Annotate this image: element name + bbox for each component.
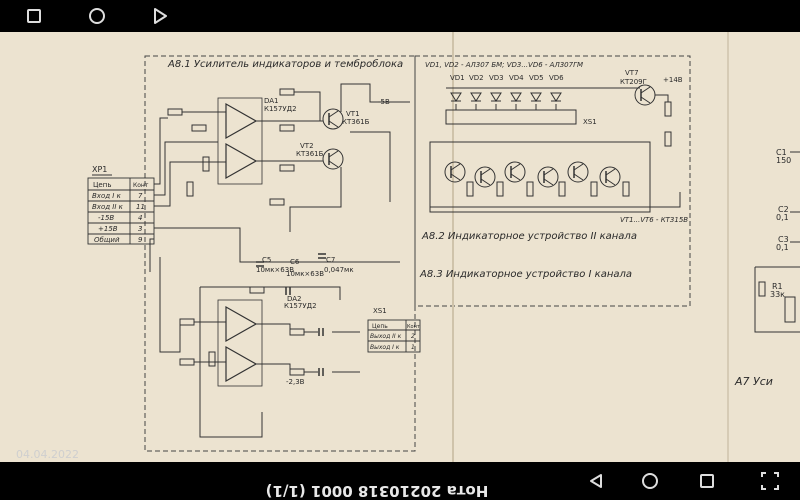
- da2-label: DA2: [287, 295, 302, 303]
- xs1-row-name: Выход I к: [370, 344, 400, 351]
- c5-label: C5: [262, 256, 271, 264]
- xp1-col-contact: Конт: [133, 182, 149, 189]
- voltage-plus-14: +14В: [663, 76, 683, 84]
- c6-value: 10мк×63В: [286, 270, 324, 278]
- bottom-nav-bar: [0, 462, 800, 500]
- vt7-label: VT7: [625, 69, 639, 77]
- vt2-label: VT2: [300, 142, 314, 150]
- da2-type: К157УД2: [284, 302, 317, 310]
- xp1-row-pin: 4: [138, 214, 142, 222]
- c2-label: C2: [778, 205, 789, 214]
- circle-icon[interactable]: [85, 4, 109, 28]
- c6-label: C6: [290, 258, 300, 266]
- c2-value: 0,1: [776, 213, 789, 222]
- heading-a7: A7 Уси: [734, 375, 773, 388]
- xp1-label: XP1: [92, 165, 107, 174]
- led-label: VD5: [529, 74, 544, 82]
- c1-value: 150: [776, 156, 791, 165]
- da1-type: К157УД2: [264, 105, 297, 113]
- r1-label: R1: [772, 282, 783, 291]
- document-date: 04.04.2022: [16, 448, 79, 461]
- transistor-note: VT1...VT6 - КТ315В: [620, 216, 688, 224]
- heading-a82: A8.2 Индикаторное устройство II канала: [421, 231, 637, 242]
- xs1-col-circuit: Цепь: [372, 323, 388, 330]
- schematic-page: A8.1 Усилитель индикаторов и темброблока…: [87, 32, 800, 462]
- led-label: VD2: [469, 74, 484, 82]
- recents-icon[interactable]: [695, 469, 719, 493]
- play-icon[interactable]: [148, 4, 172, 28]
- file-title: Нота 20210318 0001 (1/1): [265, 482, 489, 500]
- xp1-row-pin: 7: [138, 192, 143, 200]
- vt2-type: КТ361Б: [296, 150, 324, 158]
- c3-value: 0,1: [776, 243, 789, 252]
- xp1-row-name: Вход II к: [92, 203, 124, 211]
- xp1-row-pin: 11: [136, 203, 145, 211]
- led-label: VD3: [489, 74, 504, 82]
- led-label: VD6: [549, 74, 564, 82]
- voltage-minus-2-3: -2,3В: [286, 378, 305, 386]
- xs1-row-pin: 1: [411, 344, 415, 351]
- led-note: VD1, VD2 - АЛ307 БМ; VD3...VD6 - АЛ307ГМ: [425, 61, 583, 69]
- da1-label: DA1: [264, 97, 279, 105]
- xp1-row-pin: 3: [138, 225, 142, 233]
- c7-label: C7: [326, 256, 335, 264]
- vt1-type: КТ361Б: [342, 118, 370, 126]
- xp1-row-pin: 9: [138, 236, 143, 244]
- xs1-row-name: Выход II к: [370, 333, 402, 340]
- home-icon[interactable]: [638, 469, 662, 493]
- square-icon[interactable]: [22, 4, 46, 28]
- xp1-row-name: +15В: [98, 225, 118, 233]
- c7-value: 0,047мк: [324, 266, 354, 274]
- xp1-row-name: Общий: [94, 236, 120, 244]
- xs1-row-pin: 2: [411, 333, 415, 340]
- vt7-type: КТ209Г: [620, 78, 647, 86]
- screenshot-icon[interactable]: [758, 469, 782, 493]
- xs1-col-contact: Конт: [407, 324, 420, 330]
- heading-a83: A8.3 Индикаторное устройство I канала: [419, 269, 632, 280]
- back-icon[interactable]: [584, 469, 608, 493]
- heading-a81: A8.1 Усилитель индикаторов и темброблока: [167, 58, 403, 70]
- vt1-label: VT1: [346, 110, 360, 118]
- voltage-minus-5: -5В: [378, 98, 390, 106]
- led-label: VD4: [509, 74, 524, 82]
- xs1-title: XS1: [373, 307, 387, 315]
- c5-value: 10мк×63В: [256, 266, 294, 274]
- xp1-col-circuit: Цепь: [93, 181, 111, 189]
- led-label: VD1: [450, 74, 465, 82]
- xp1-row-name: Вход I к: [92, 192, 122, 200]
- xp1-row-name: -15В: [98, 214, 114, 222]
- top-bar: [0, 0, 800, 32]
- c1-label: C1: [776, 148, 787, 157]
- document-viewer[interactable]: A8.1 Усилитель индикаторов и темброблока…: [0, 32, 800, 462]
- c3-label: C3: [778, 235, 789, 244]
- r1-value: 33к: [770, 290, 785, 299]
- xs1-connector: XS1: [583, 118, 597, 126]
